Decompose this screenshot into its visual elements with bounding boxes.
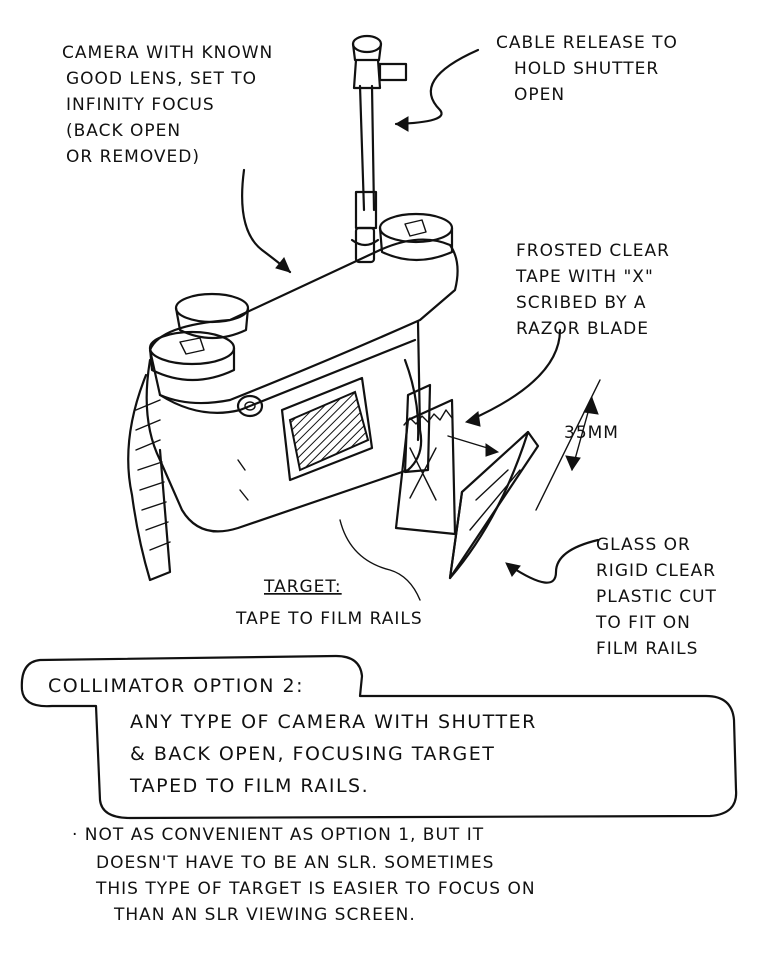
camera-label-line: (BACK OPEN: [66, 121, 181, 141]
tape-label-line: RAZOR BLADE: [516, 319, 649, 339]
note-line: THAN AN SLR VIEWING SCREEN.: [113, 905, 416, 925]
frosted-tape-drawing: [394, 398, 457, 536]
glass-label-line: GLASS OR: [596, 535, 691, 555]
camera-label-line: OR REMOVED): [66, 147, 200, 167]
glass-label-line: TO FIT ON: [595, 613, 691, 633]
option-box: COLLIMATOR OPTION 2: ANY TYPE OF CAMERA …: [20, 654, 738, 820]
camera-label-line: INFINITY FOCUS: [66, 95, 215, 115]
dimension-label: 35MM: [564, 423, 619, 443]
tape-label-line: FROSTED CLEAR: [516, 241, 670, 261]
glass-label-line: FILM RAILS: [596, 639, 698, 659]
tape-label: FROSTED CLEAR TAPE WITH "X" SCRIBED BY A…: [515, 241, 670, 339]
cable-label-line: HOLD SHUTTER: [514, 59, 659, 79]
camera-label-line: CAMERA WITH KNOWN: [62, 43, 273, 63]
option-box-line: ANY TYPE OF CAMERA WITH SHUTTER: [130, 711, 537, 733]
notes: · NOT AS CONVENIENT AS OPTION 1, BUT IT …: [72, 825, 536, 925]
tape-label-line: TAPE WITH "X": [515, 267, 654, 287]
camera-drawing: [127, 34, 459, 582]
note-line: THIS TYPE OF TARGET IS EASIER TO FOCUS O…: [95, 879, 536, 899]
glass-plate-drawing: [448, 430, 540, 580]
option-box-line: & BACK OPEN, FOCUSING TARGET: [130, 743, 495, 765]
tape-label-line: SCRIBED BY A: [516, 293, 647, 313]
target-subtitle: TAPE TO FILM RAILS: [235, 609, 423, 629]
option-box-line: TAPED TO FILM RAILS.: [129, 775, 369, 797]
glass-label-line: RIGID CLEAR: [596, 561, 716, 581]
option-box-title: COLLIMATOR OPTION 2:: [48, 675, 304, 697]
camera-label: CAMERA WITH KNOWN GOOD LENS, SET TO INFI…: [62, 43, 273, 167]
cable-release-label: CABLE RELEASE TO HOLD SHUTTER OPEN: [496, 33, 678, 105]
note-line: DOESN'T HAVE TO BE AN SLR. SOMETIMES: [96, 853, 494, 873]
pointer-lines: [241, 48, 600, 601]
target-title: TARGET:: [263, 577, 342, 597]
target-label: TARGET: TAPE TO FILM RAILS: [235, 577, 423, 629]
dimension-lines: [535, 379, 601, 511]
cable-label-line: OPEN: [514, 85, 565, 105]
glass-label-line: PLASTIC CUT: [596, 587, 717, 607]
note-line: · NOT AS CONVENIENT AS OPTION 1, BUT IT: [72, 825, 484, 845]
camera-label-line: GOOD LENS, SET TO: [66, 69, 257, 89]
glass-label: GLASS OR RIGID CLEAR PLASTIC CUT TO FIT …: [595, 535, 717, 659]
cable-label-line: CABLE RELEASE TO: [496, 33, 678, 53]
